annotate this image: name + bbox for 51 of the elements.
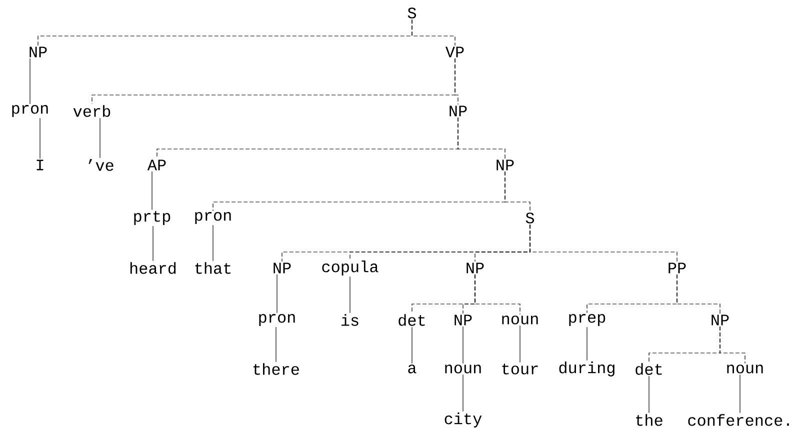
tree-label: prep [569,314,606,326]
tree-branch [412,19,456,46]
tree-label: during [559,362,614,376]
tree-label: verb [73,105,110,117]
tree-label: there [254,363,299,375]
tree-label: noun [445,364,481,374]
tree-branch [648,376,650,414]
tree-branch [676,274,720,314]
tree-branch [474,274,520,315]
tree-branch [462,326,464,364]
tree-label: the [636,414,662,426]
tree-label: heard [130,262,176,274]
tree-label: copula [322,260,378,276]
tree-label: city [444,412,482,428]
tree-branch [720,326,746,364]
tree-label: tour [502,364,538,374]
tree-label: NP [450,106,467,116]
tree-branch [504,171,530,212]
tree-branch [586,326,588,361]
tree-label: VP [445,46,464,58]
tree-label: S [408,8,416,18]
tree-label: AP [147,160,166,170]
tree-label: noun [502,316,538,324]
tree-label: ’ve [88,159,114,171]
tree-branch [276,274,278,314]
tree-label: NP [466,262,484,274]
tree-label: det [636,363,662,375]
tree-branch [458,117,506,159]
tree-branch [462,374,464,412]
tree-label: I [36,160,44,170]
tree-label: PP [668,262,686,274]
tree-branch [454,58,458,105]
tree-label: noun [727,364,763,374]
tree-branch [530,224,678,262]
tree-label: NP [496,160,514,170]
tree-label: NP [454,314,472,326]
tree-branch [212,224,214,262]
tree-label: pron [195,212,231,224]
tree-label: NP [712,314,729,326]
tree-label: a [408,364,416,374]
tree-label: S [526,212,534,224]
tree-branch [152,226,154,262]
tree-label: prtp [134,211,170,225]
tree-label: det [398,314,425,326]
tree-label: pron [12,105,48,117]
tree-label: conference. [688,414,789,426]
tree-label: NP [274,262,291,274]
tree-label: that [195,262,231,274]
tree-label: pron [259,314,295,326]
tree-label: NP [30,46,47,58]
tree-label: is [342,314,358,326]
